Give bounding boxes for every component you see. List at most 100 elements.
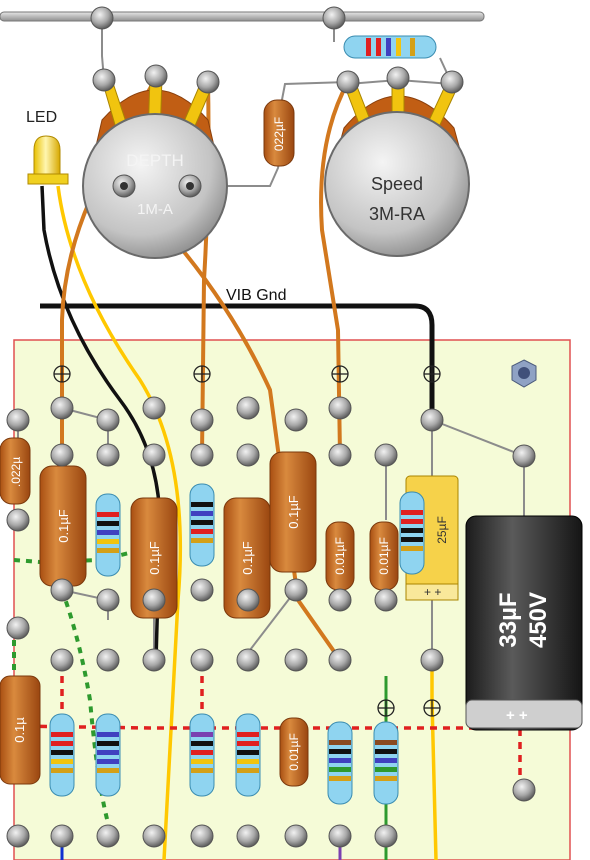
turret xyxy=(328,648,352,672)
turret xyxy=(6,408,30,432)
turret xyxy=(190,408,214,432)
turret xyxy=(190,578,214,602)
resistor-group xyxy=(49,483,425,805)
svg-text:+ +: + + xyxy=(424,585,441,599)
turret xyxy=(328,443,352,467)
turret xyxy=(50,648,74,672)
capacitor-022-left: .022µ xyxy=(0,437,31,505)
turret xyxy=(374,824,398,848)
capacitor-left-bottom: 0.1µ xyxy=(0,675,41,785)
turret xyxy=(50,396,74,420)
capacitor-001-a: 0.01µF xyxy=(325,521,355,591)
turret xyxy=(440,70,464,94)
turret xyxy=(96,443,120,467)
svg-text:0.1µF: 0.1µF xyxy=(147,541,162,575)
turret xyxy=(328,588,352,612)
turret xyxy=(236,648,260,672)
capacitor-001-b: 0.01µF xyxy=(369,521,399,591)
turret xyxy=(142,396,166,420)
svg-text:0.1µF: 0.1µF xyxy=(240,541,255,575)
big-cap-value: 33µF xyxy=(495,592,522,647)
turret xyxy=(420,408,444,432)
turret xyxy=(512,444,536,468)
svg-text:0.1µ: 0.1µ xyxy=(12,717,27,743)
turret xyxy=(386,66,410,90)
turret xyxy=(50,443,74,467)
turret xyxy=(142,443,166,467)
turret xyxy=(336,70,360,94)
turret xyxy=(142,588,166,612)
turret xyxy=(142,824,166,848)
turret xyxy=(50,578,74,602)
turret xyxy=(236,443,260,467)
turret xyxy=(236,588,260,612)
turret xyxy=(190,824,214,848)
speed-pot-name: Speed xyxy=(371,174,423,194)
resistor-7 xyxy=(235,713,261,797)
top-bus-rail xyxy=(0,11,485,22)
resistor-2 xyxy=(189,483,215,567)
mounting-holes xyxy=(53,365,441,717)
turret xyxy=(196,70,220,94)
capacitor-01-b: 0.1µF xyxy=(130,497,178,619)
turret xyxy=(420,648,444,672)
turret xyxy=(50,824,74,848)
svg-text:0.01µF: 0.01µF xyxy=(287,733,301,771)
turret xyxy=(6,824,30,848)
turret xyxy=(284,648,308,672)
turret xyxy=(6,616,30,640)
turret xyxy=(236,396,260,420)
resistor-9 xyxy=(373,721,399,805)
turret xyxy=(374,588,398,612)
turret xyxy=(328,396,352,420)
vib-gnd-wire xyxy=(40,303,435,420)
big-cap-voltage: 450V xyxy=(525,592,552,648)
mount-hole-icon xyxy=(53,365,71,383)
top-resistor xyxy=(343,35,437,59)
turret xyxy=(96,588,120,612)
resistor-4 xyxy=(49,713,75,797)
led-component: LED xyxy=(26,109,69,185)
speed-potentiometer[interactable]: Speed 3M-RA xyxy=(324,77,470,257)
turret xyxy=(92,68,116,92)
turret xyxy=(284,408,308,432)
led-label: LED xyxy=(26,109,57,126)
capacitor-01-a: 0.1µF xyxy=(39,465,87,587)
turret-group xyxy=(6,6,536,848)
capacitor-33uf-450v: 33µF 450V + + xyxy=(465,515,583,731)
svg-text:+ +: + + xyxy=(506,707,528,724)
turret xyxy=(512,778,536,802)
turret xyxy=(236,824,260,848)
turret xyxy=(96,648,120,672)
turret xyxy=(96,824,120,848)
resistor-1 xyxy=(95,493,121,577)
turret xyxy=(142,648,166,672)
turret xyxy=(322,6,346,30)
mount-hole-icon xyxy=(331,365,349,383)
turret xyxy=(190,443,214,467)
svg-text:.022µ: .022µ xyxy=(9,457,23,487)
resistor-5 xyxy=(95,713,121,797)
depth-pot-value: 1M-A xyxy=(137,201,173,218)
svg-text:0.1µF: 0.1µF xyxy=(56,509,71,543)
led-black-wire xyxy=(40,185,162,661)
capacitor-01-d: 0.1µF xyxy=(269,451,317,573)
vib-gnd-label: VIB Gnd xyxy=(226,287,286,304)
svg-text:25µF: 25µF xyxy=(435,516,449,544)
mount-hole-icon xyxy=(193,365,211,383)
resistor-6 xyxy=(189,713,215,797)
pot-lug-hole xyxy=(186,182,194,190)
turret xyxy=(144,64,168,88)
depth-pot-name: DEPTH xyxy=(126,151,184,170)
speed-pot-value: 3M-RA xyxy=(369,204,425,224)
turret xyxy=(284,578,308,602)
capacitor-001-c: 0.01µF xyxy=(279,717,309,787)
turret xyxy=(374,443,398,467)
capacitor-022: 022µF xyxy=(263,99,295,167)
svg-text:0.01µF: 0.01µF xyxy=(377,537,391,575)
mount-hole-icon xyxy=(377,699,395,717)
turret xyxy=(96,408,120,432)
turret xyxy=(90,6,114,30)
depth-potentiometer[interactable]: DEPTH 1M-A xyxy=(82,75,228,259)
